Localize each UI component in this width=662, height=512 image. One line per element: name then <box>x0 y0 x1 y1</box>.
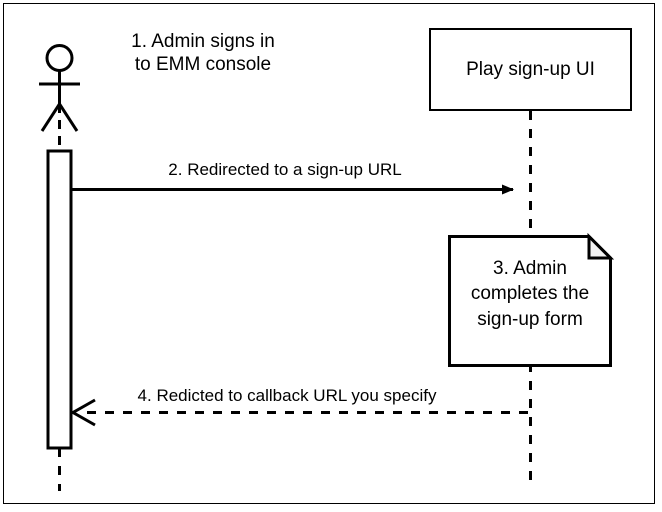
participant-label: Play sign-up UI <box>466 58 595 80</box>
note-line3: sign-up form <box>477 308 583 330</box>
actor-activation-bar <box>46 149 73 450</box>
message-4-label: 4. Redicted to callback URL you specify <box>137 386 437 405</box>
message-2-label: 2. Redirected to a sign-up URL <box>168 160 402 179</box>
note-step-3[interactable]: 3. Admin completes the sign-up form <box>448 235 612 367</box>
actor-caption-line1: 1. Admin signs in <box>131 31 275 52</box>
message-4-arrow <box>69 398 528 427</box>
note-text: 3. Admin completes the sign-up form <box>448 256 612 332</box>
note-line1: 3. Admin <box>493 258 567 279</box>
note-shape <box>448 232 615 367</box>
actor-stick-figure <box>39 44 80 132</box>
note-line2: completes the <box>470 283 590 305</box>
participant-box-play-signup-ui[interactable]: Play sign-up UI <box>429 28 632 111</box>
actor-caption-line2: to EMM console <box>134 54 272 76</box>
